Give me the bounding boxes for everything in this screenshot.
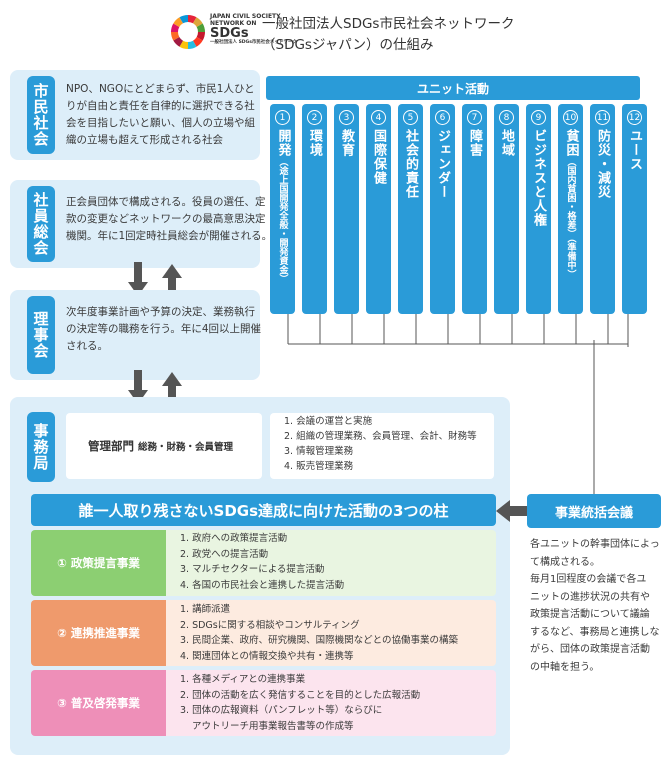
unit-number: 9	[531, 110, 546, 125]
unit-name-main: 教育	[339, 129, 354, 157]
unit-name-main: 防災・減災	[595, 129, 610, 199]
unit-name-sub: （国内貧困・格差）（準備中）	[565, 157, 576, 279]
pillar-label-policy: ① 政策提言事業	[31, 530, 166, 596]
unit-name-main: ユース	[627, 129, 642, 171]
pillars-header: 誰一人取り残さないSDGs達成に向けた活動の3つの柱	[31, 494, 496, 526]
unit-number: 7	[467, 110, 482, 125]
unit-name: ジェンダー	[435, 129, 450, 199]
pillar-body-collaboration	[166, 600, 496, 666]
unit-column: 1 開発（途上国開発全般・開発資金）	[270, 104, 295, 314]
unit-name: 貧困（国内貧困・格差）（準備中）	[563, 129, 579, 279]
unit-number: 10	[563, 110, 578, 125]
pillar-list-outreach: 1. 各種メディアとの連携事業 2. 団体の活動を広く発信することを目的とした広…	[180, 674, 421, 732]
arrow-up-icon	[162, 264, 182, 298]
unit-column: 10 貧困（国内貧困・格差）（準備中）	[558, 104, 583, 314]
office-duties: 1. 会議の運営と実施 2. 組織の管理業務、会員管理、会計、財務等 3. 情報…	[284, 416, 477, 472]
unit-column: 9 ビジネスと人権	[526, 104, 551, 314]
unit-name: 環境	[307, 129, 322, 157]
sdgs-wheel-logo-icon	[171, 15, 205, 49]
admin-dept-box	[66, 413, 262, 479]
unit-name-main: ビジネスと人権	[531, 129, 546, 227]
unit-number: 12	[627, 110, 642, 125]
unit-number: 5	[403, 110, 418, 125]
title-line2: （SDGsジャパン）の仕組み	[262, 37, 434, 53]
unit-name: 国際保健	[371, 129, 386, 185]
connector-to-meeting	[593, 340, 595, 495]
unit-number: 1	[275, 110, 290, 125]
unit-number: 6	[435, 110, 450, 125]
logo-text: JAPAN CIVIL SOCIETY NETWORK ON SDGs 一般社団…	[210, 13, 297, 47]
unit-column: 2 環境	[302, 104, 327, 314]
unit-name-main: 障害	[467, 129, 482, 157]
unit-column: 6 ジェンダー	[430, 104, 455, 314]
pillar-body-policy	[166, 530, 496, 596]
pillar-label-outreach: ③ 普及啓発事業	[31, 670, 166, 736]
unit-name: ビジネスと人権	[531, 129, 546, 227]
office-label: 事務局	[27, 412, 55, 482]
unit-name-main: 貧困	[563, 129, 579, 157]
unit-column: 11 防災・減災	[590, 104, 615, 314]
unit-number: 4	[371, 110, 386, 125]
admin-dept-name: 管理部門	[88, 439, 134, 453]
unit-column: 8 地域	[494, 104, 519, 314]
unit-name: 障害	[467, 129, 482, 157]
unit-name-main: 社会的責任	[403, 129, 418, 199]
unit-name: 防災・減災	[595, 129, 610, 199]
unit-name: ユース	[627, 129, 642, 171]
logo-line3: SDGs	[210, 26, 249, 41]
unit-name-main: 環境	[307, 129, 322, 157]
unit-name-sub: （途上国開発全般・開発資金）	[277, 157, 288, 283]
unit-name-main: ジェンダー	[435, 129, 450, 199]
arrow-up-icon	[162, 372, 182, 406]
civil-society-label: 市民社会	[27, 76, 55, 154]
pillar-label-collaboration: ② 連携推進事業	[31, 600, 166, 666]
pillar-list-collaboration: 1. 講師派遣 2. SDGsに関する相談やコンサルティング 3. 民間企業、政…	[180, 604, 458, 662]
pillar-body-outreach	[166, 670, 496, 736]
meeting-label: 事業統括会議	[527, 494, 661, 528]
arrow-left-icon	[496, 500, 528, 522]
unit-number: 2	[307, 110, 322, 125]
unit-name-main: 国際保健	[371, 129, 386, 185]
unit-name-main: 地域	[499, 129, 514, 157]
general-meeting-label: 社員総会	[27, 186, 55, 262]
unit-column: 12 ユース	[622, 104, 647, 314]
meeting-text: 各ユニットの幹事団体によっ て構成される。 毎月1回程度の会議で各ユ ニットの進…	[530, 539, 660, 673]
unit-name: 地域	[499, 129, 514, 157]
unit-column: 5 社会的責任	[398, 104, 423, 314]
arrow-down-icon	[128, 262, 148, 296]
unit-name: 開発（途上国開発全般・開発資金）	[275, 129, 291, 283]
unit-name: 教育	[339, 129, 354, 157]
board-label: 理事会	[27, 296, 55, 374]
unit-column: 7 障害	[462, 104, 487, 314]
unit-number: 11	[595, 110, 610, 125]
units-header: ユニット活動	[266, 76, 640, 100]
general-meeting-text: 正会員団体で構成される。役員の選任、定 款の変更などネットワークの最高意思決定 …	[66, 196, 273, 242]
unit-column: 3 教育	[334, 104, 359, 314]
logo-line2: NETWORK ON	[210, 19, 257, 27]
admin-dept-detail: 総務・財務・会員管理	[138, 442, 234, 453]
unit-column: 4 国際保健	[366, 104, 391, 314]
office-duties-box	[270, 413, 494, 479]
pillar-list-policy: 1. 政府への政策提言活動 2. 政党への提言活動 3. マルチセクターによる提…	[180, 533, 345, 591]
page-title: 一般社団法人SDGs市民社会ネットワーク （SDGsジャパン）の仕組み	[262, 14, 514, 56]
title-line1: 一般社団法人SDGs市民社会ネットワーク	[262, 16, 515, 32]
logo-line4: 一般社団法人 SDGs市民社会ネットワーク	[210, 40, 297, 45]
board-text: 次年度事業計画や予算の決定、業務執行 の決定等の職務を行う。年に4回以上開催 さ…	[66, 306, 262, 352]
unit-number: 8	[499, 110, 514, 125]
unit-name-main: 開発	[275, 129, 291, 157]
unit-connector-lines	[287, 310, 629, 347]
unit-name: 社会的責任	[403, 129, 418, 199]
admin-dept: 管理部門 総務・財務・会員管理	[88, 438, 233, 454]
civil-society-text: NPO、NGOにとどまらず、市民1人ひと りが自由と責任を自律的に選択できる社 …	[66, 83, 255, 146]
unit-number: 3	[339, 110, 354, 125]
logo-line1: JAPAN CIVIL SOCIETY	[210, 13, 281, 20]
